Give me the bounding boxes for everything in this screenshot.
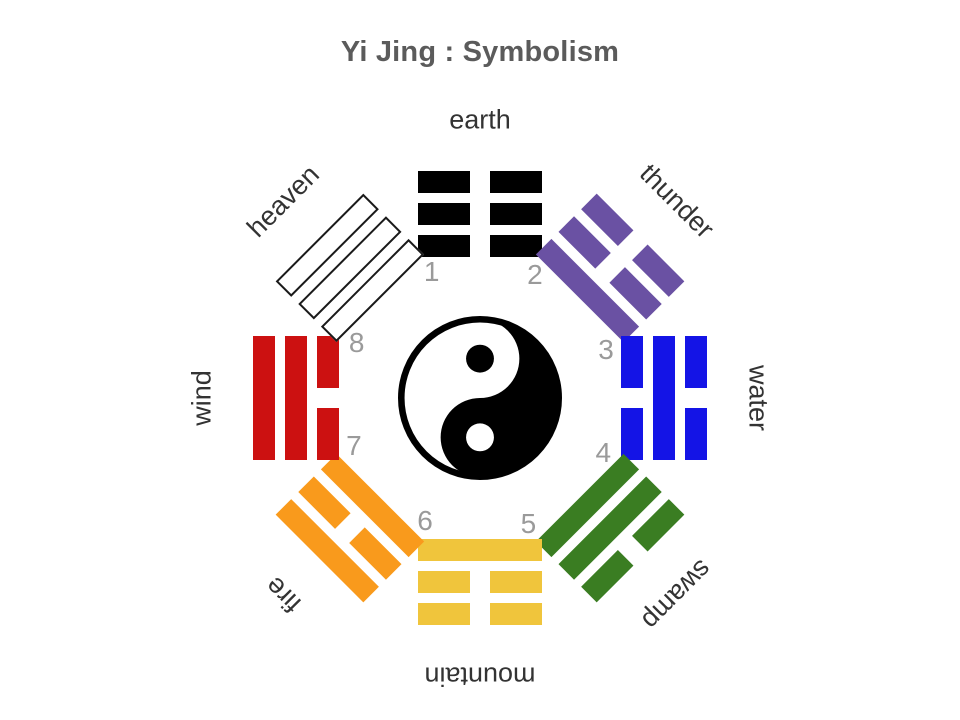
trigram-label-fire: fire — [259, 571, 307, 619]
page-title: Yi Jing : Symbolism — [340, 36, 620, 68]
trigram-segment — [418, 571, 470, 593]
trigram-segment — [285, 336, 307, 460]
trigram-segment — [490, 203, 542, 225]
trigram-lines — [418, 171, 542, 257]
trigram-line-yang — [285, 336, 307, 460]
trigram-label-thunder: thunder — [633, 158, 720, 245]
trigram-number-heaven: 8 — [348, 327, 365, 359]
trigram-segment — [653, 336, 675, 460]
trigram-lines — [621, 336, 707, 460]
trigram-segment — [621, 408, 643, 460]
trigram-segment — [418, 203, 470, 225]
trigram-segment — [490, 603, 542, 625]
trigram-line-yin — [418, 571, 542, 593]
trigram-segment — [685, 336, 707, 388]
trigram-segment — [490, 571, 542, 593]
trigram-label-water: water — [743, 364, 774, 432]
trigram-segment — [253, 336, 275, 460]
trigram-segment — [685, 408, 707, 460]
trigram-line-yin — [418, 235, 542, 257]
trigram-segment — [418, 235, 470, 257]
trigram-number-wind: 7 — [346, 430, 362, 462]
trigram-line-yin — [418, 203, 542, 225]
trigram-number-water: 3 — [598, 333, 614, 365]
trigram-segment — [418, 603, 470, 625]
trigram-number-earth: 1 — [423, 255, 440, 287]
trigram-lines — [418, 539, 542, 625]
trigram-line-yin — [418, 603, 542, 625]
trigram-line-yin — [621, 336, 643, 460]
trigram-number-fire: 6 — [417, 505, 433, 537]
trigram-line-yang — [418, 539, 542, 561]
trigram-lines — [253, 336, 339, 460]
trigram-line-yin — [418, 171, 542, 193]
trigram-line-yang — [253, 336, 275, 460]
trigram-segment — [418, 171, 470, 193]
trigram-label-mountain: mountain — [424, 661, 536, 692]
trigram-segment — [317, 336, 339, 388]
trigram-label-wind: wind — [186, 370, 217, 426]
trigram-line-yin — [685, 336, 707, 460]
trigram-line-yang — [653, 336, 675, 460]
trigram-label-heaven: heaven — [241, 159, 325, 243]
trigram-number-thunder: 2 — [527, 258, 543, 290]
trigram-segment — [317, 408, 339, 460]
trigram-segment — [621, 336, 643, 388]
trigram-label-swamp: swamp — [636, 554, 718, 636]
trigram-label-earth: earth — [449, 104, 511, 135]
trigram-segment — [418, 539, 542, 561]
trigram-segment — [490, 235, 542, 257]
yin-yang-icon — [398, 316, 562, 480]
trigram-number-mountain: 5 — [520, 508, 537, 540]
trigram-line-yin — [317, 336, 339, 460]
trigram-number-swamp: 4 — [595, 436, 612, 468]
trigram-segment — [490, 171, 542, 193]
